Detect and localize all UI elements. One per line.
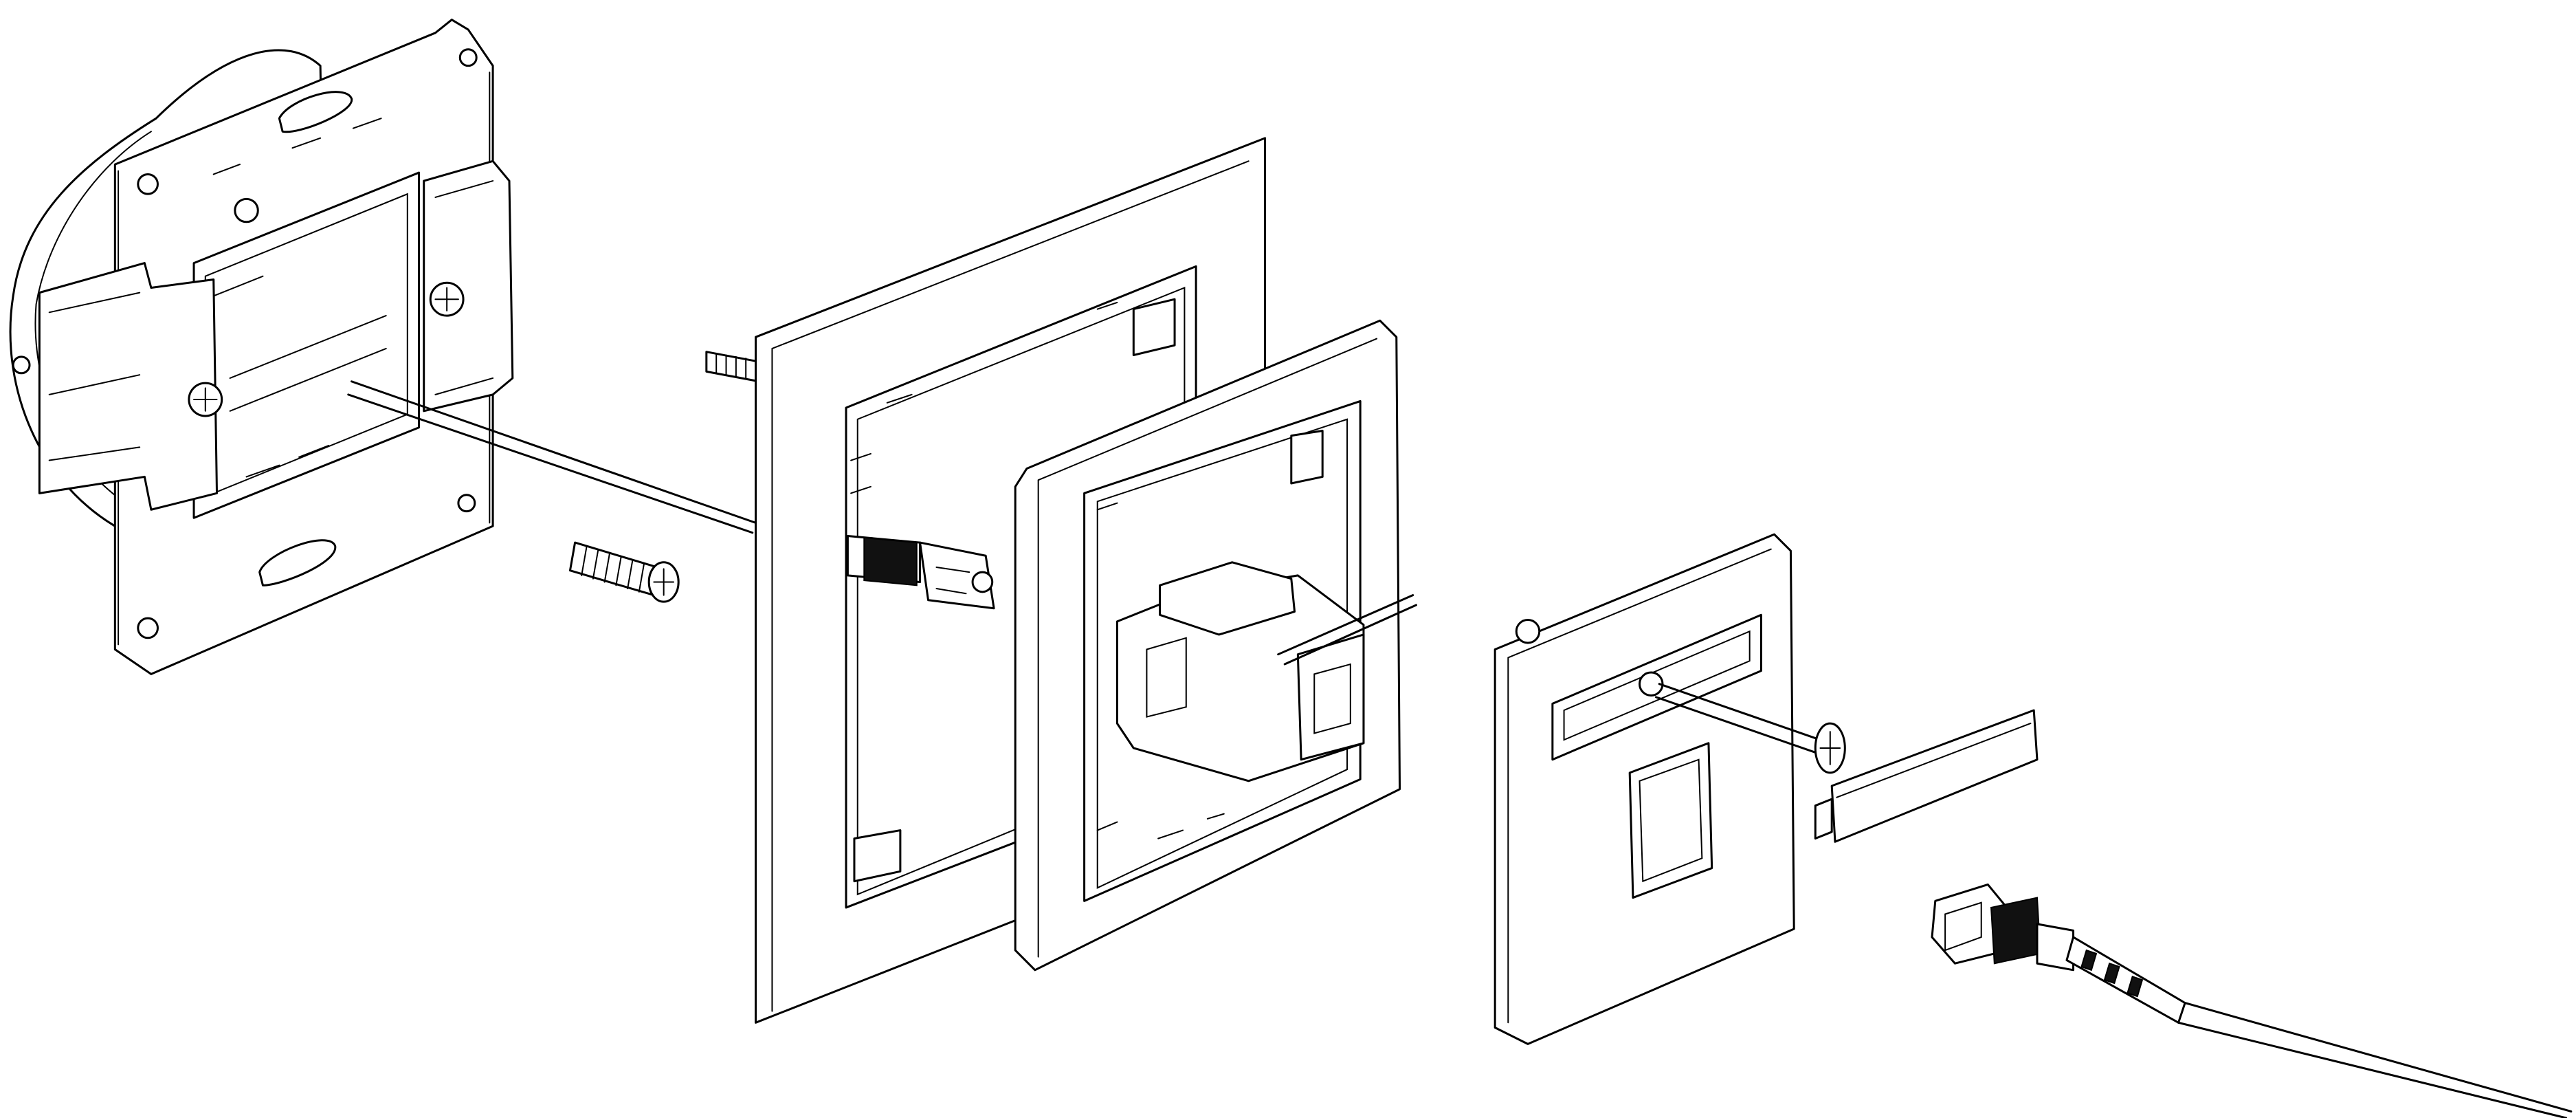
inner-frame-with-coupler bbox=[1015, 320, 1416, 970]
extension-rod bbox=[348, 382, 756, 533]
mounting-plate-with-backbox bbox=[10, 20, 513, 675]
fixing-screw bbox=[570, 542, 678, 602]
label-strip bbox=[1815, 710, 2037, 842]
cover-screw bbox=[1656, 684, 1845, 773]
sc-connector-left bbox=[847, 536, 994, 609]
cover-plate bbox=[1495, 534, 1794, 1044]
patch-cord-connector bbox=[1932, 884, 2571, 1118]
frame-screw bbox=[707, 352, 759, 382]
